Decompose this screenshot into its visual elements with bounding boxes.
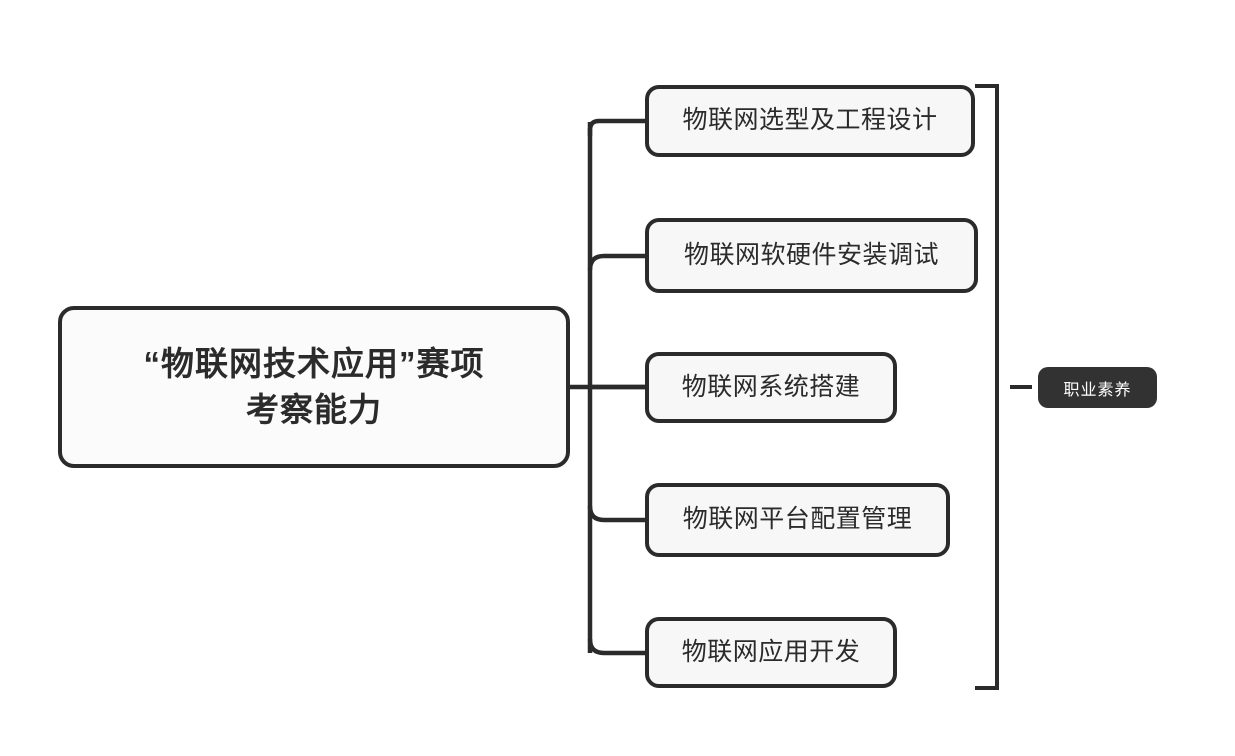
child-node-label: 物联网软硬件安装调试 — [683, 240, 939, 269]
root-node-label: “物联网技术应用”赛项 考察能力 — [143, 345, 485, 428]
badge-professional-quality[interactable]: 职业素养 — [1038, 367, 1157, 408]
child-node-label: 物联网选型及工程设计 — [682, 106, 938, 135]
child-node-label: 物联网平台配置管理 — [682, 505, 913, 534]
badge-label: 职业素养 — [1063, 381, 1132, 399]
child-node-install-debug[interactable]: 物联网软硬件安装调试 — [645, 218, 978, 293]
child-node-platform-config[interactable]: 物联网平台配置管理 — [645, 483, 950, 557]
child-node-app-development[interactable]: 物联网应用开发 — [645, 617, 897, 688]
connector-branch-4 — [587, 505, 645, 523]
child-node-label: 物联网应用开发 — [681, 637, 861, 666]
connector-branch-5 — [587, 638, 645, 656]
child-node-system-build[interactable]: 物联网系统搭建 — [645, 352, 897, 423]
connector-branch-1 — [587, 118, 645, 136]
group-bracket — [975, 84, 999, 690]
child-node-selection-design[interactable]: 物联网选型及工程设计 — [645, 85, 975, 157]
connector-branch-2 — [587, 253, 645, 271]
root-node[interactable]: “物联网技术应用”赛项 考察能力 — [58, 306, 570, 468]
child-node-label: 物联网系统搭建 — [681, 372, 861, 401]
